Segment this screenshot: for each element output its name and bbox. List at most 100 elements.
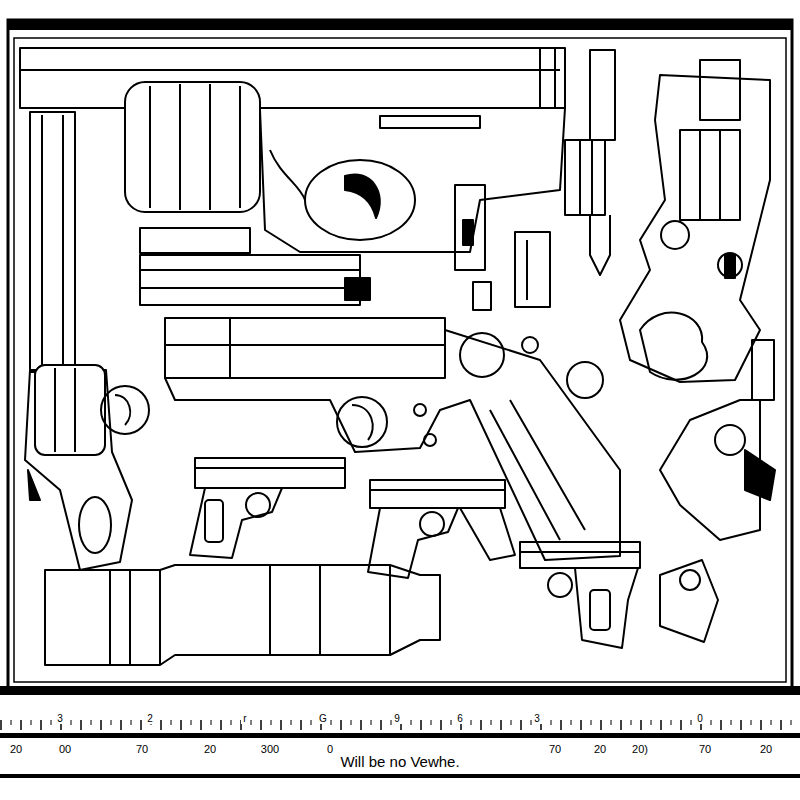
trigger-guard <box>101 386 149 434</box>
trigger <box>345 174 380 218</box>
pin <box>424 434 436 446</box>
pistol-barrel <box>752 340 774 400</box>
barrel-block <box>140 255 360 305</box>
part-line <box>526 240 528 300</box>
revolver-frame <box>620 75 770 382</box>
hammer <box>28 470 40 500</box>
barrel-line <box>140 269 360 271</box>
frame-detail <box>270 150 305 200</box>
revolver-sight <box>700 60 740 120</box>
cylinder-flute <box>239 86 241 208</box>
pin <box>680 570 700 590</box>
cylinder-flute <box>209 84 211 210</box>
muzzle-cap <box>345 278 370 300</box>
pistol-slide <box>195 458 345 488</box>
cylinder-flute <box>54 368 56 452</box>
canister-line <box>159 570 161 665</box>
pistol-slide <box>20 48 565 108</box>
barrel-line <box>140 287 360 289</box>
part-slot <box>463 220 473 245</box>
ruler-number: 6 <box>455 713 465 724</box>
part-line <box>591 140 593 215</box>
cylinder-flute <box>719 130 721 220</box>
grip-panel <box>79 497 111 553</box>
slide-line <box>195 467 345 469</box>
slide-line <box>554 48 556 108</box>
slide-line <box>229 318 231 378</box>
pistol-slide <box>165 318 445 378</box>
trigger-guard <box>246 493 270 517</box>
hammer <box>725 255 735 278</box>
canister-line <box>109 570 111 665</box>
grip-ring <box>567 362 603 398</box>
canister-line <box>269 565 271 655</box>
canister-line <box>389 565 391 655</box>
ruler-number: 0 <box>325 743 335 755</box>
slide-line <box>165 344 445 346</box>
cylinder-flute <box>699 130 701 220</box>
pin <box>522 337 538 353</box>
hammer-ring <box>718 253 742 277</box>
ruler-number: 3 <box>55 713 65 724</box>
ruler-number: 0 <box>695 713 705 724</box>
pistol-grip <box>190 488 282 558</box>
trigger-guard <box>548 573 572 597</box>
ruler-number: 70 <box>547 743 563 755</box>
slide-line <box>20 69 560 71</box>
ruler-number: 00 <box>57 743 73 755</box>
caption-text: Will be no Vewhe. <box>338 754 461 771</box>
part-tip <box>590 215 610 275</box>
cylinder-flute <box>179 84 181 210</box>
pistol-frame <box>260 108 565 252</box>
ruler-number: 20) <box>630 743 650 755</box>
part-block <box>515 232 550 307</box>
slide-line <box>520 551 640 553</box>
grip-panel <box>640 313 707 380</box>
frame-detail <box>460 508 515 560</box>
grip-panel <box>745 450 775 500</box>
hammer-ring <box>460 333 504 377</box>
pistol-frame <box>165 330 620 560</box>
ruler-number: 20 <box>592 743 608 755</box>
pistol-slide <box>520 542 640 568</box>
inner-frame <box>14 38 786 682</box>
trigger <box>115 395 130 425</box>
part-block <box>455 185 485 270</box>
ruler-ticks <box>0 700 800 730</box>
ruler-number: r <box>241 713 248 724</box>
trigger-guard <box>337 397 387 447</box>
trigger-guard <box>305 160 415 240</box>
canister-line <box>129 570 131 665</box>
pin <box>414 404 426 416</box>
revolver-barrel <box>30 112 75 372</box>
slide-detail <box>380 116 480 128</box>
revolver-cylinder <box>35 365 105 455</box>
pistol-grip <box>368 508 458 578</box>
ruler-number: 9 <box>392 713 402 724</box>
barrel-line <box>41 115 43 370</box>
bottom-line <box>0 774 800 778</box>
ruler-number: 20 <box>202 743 218 755</box>
ruler-number: 20 <box>8 743 24 755</box>
ruler-number: 3 <box>532 713 542 724</box>
ruler-number: 70 <box>134 743 150 755</box>
trigger-guard <box>715 425 745 455</box>
trigger-ring <box>661 221 689 249</box>
ruler-number: G <box>317 713 329 724</box>
trigger-guard <box>420 512 444 536</box>
pistol-grip <box>575 568 638 648</box>
part-block <box>565 140 605 215</box>
cylinder-flute <box>149 86 151 208</box>
part-bar <box>590 50 615 140</box>
barrel-block <box>140 228 250 253</box>
ruler-number: 300 <box>259 743 281 755</box>
outer-frame <box>8 20 792 688</box>
ruler-number: 70 <box>697 743 713 755</box>
grip-panel <box>205 500 223 542</box>
part-line <box>579 140 581 215</box>
part-block <box>473 282 491 310</box>
